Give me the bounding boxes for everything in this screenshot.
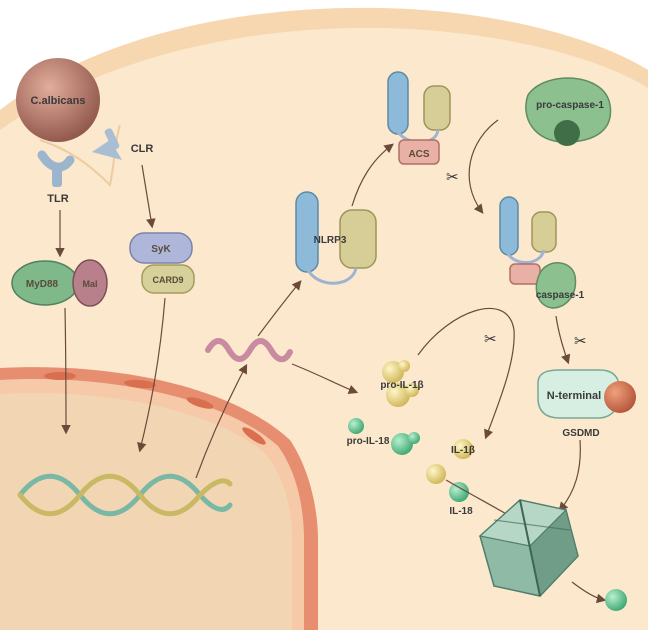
il-18-molecule <box>449 482 469 502</box>
gsdmd-pore <box>478 499 579 598</box>
arrow-card9-to-dna <box>137 297 166 453</box>
arrow-gsdmd-to-pore <box>558 439 581 512</box>
n-terminal-label: N-terminal <box>547 390 601 402</box>
pro-caspase-1-protein <box>525 77 612 143</box>
mal-label: Mal <box>82 279 97 289</box>
arrow-pro-caspase-to-complex <box>468 119 499 214</box>
il-1b-molecule <box>453 439 473 459</box>
nucleus <box>0 392 292 630</box>
clr-receptor <box>92 128 122 160</box>
scissors-icon-2: ✂ <box>574 333 587 350</box>
il-18-label: IL-18 <box>449 506 473 517</box>
c-albicans-label: C.albicans <box>30 95 85 107</box>
pro-caspase-1-domain <box>554 120 580 146</box>
card9-label: CARD9 <box>152 275 183 285</box>
myd88-label: MyD88 <box>26 279 59 290</box>
pro-il-1b-label: pro-IL-1β <box>380 380 423 391</box>
syk-protein <box>129 232 193 264</box>
arrow-caspase-to-gsdmd <box>555 315 571 365</box>
pro-il-1b-cluster <box>382 360 419 407</box>
asc-olive-domain <box>423 85 451 131</box>
nuclear-pores <box>44 372 266 445</box>
pro-il-18-label: pro-IL-18 <box>347 436 390 447</box>
nlrp3-blue-domain <box>295 191 319 273</box>
nlrp3-olive-domain <box>339 209 377 269</box>
arrow-mrna-to-nlrp3 <box>257 280 302 337</box>
pro-caspase-1-label: pro-caspase-1 <box>536 100 604 111</box>
released-il-18 <box>605 589 627 611</box>
arrow-mrna-to-pro-il <box>291 363 359 394</box>
caspase-1-protein <box>535 262 577 309</box>
arrow-caspase-to-il1b <box>417 307 515 440</box>
caspase-complex-linker <box>506 249 546 264</box>
nlrp3-label: NLRP3 <box>314 235 347 246</box>
mal-protein <box>72 259 108 307</box>
card9-protein <box>141 264 195 294</box>
tlr-label: TLR <box>47 193 68 205</box>
caspase-complex-blue <box>499 196 519 256</box>
asc-protein <box>398 139 440 165</box>
n-terminal-domain <box>604 381 636 413</box>
mrna-strand <box>205 338 293 363</box>
il-1b-label: IL-1β <box>451 445 475 456</box>
clr-label: CLR <box>131 143 154 155</box>
arrow-dna-to-mrna <box>195 363 248 479</box>
arrow-myd88-to-dna <box>61 307 71 435</box>
scissors-icon: ✂ <box>446 169 459 186</box>
scissors-icon-3: ✂ <box>484 331 497 348</box>
nlrp3-linker <box>306 267 358 285</box>
tlr-receptor <box>37 150 75 187</box>
syk-label: SyK <box>151 244 171 255</box>
arrow-nlrp3-to-asc <box>351 143 394 207</box>
caspase-complex-olive <box>531 211 557 253</box>
arrow-clr-to-syk <box>141 164 156 229</box>
asc-label: ACS <box>408 149 429 160</box>
caspase-complex-asc <box>509 263 541 285</box>
caspase-1-label: caspase-1 <box>536 290 585 301</box>
pro-il-18-cluster <box>348 418 420 455</box>
dna-helix <box>17 473 233 517</box>
arrow-pore-release <box>571 581 607 604</box>
il-1b-molecule-2 <box>426 464 446 484</box>
gsdmd-label: GSDMD <box>562 428 599 439</box>
asc-blue-domain <box>387 71 409 135</box>
c-albicans-cell <box>16 58 100 142</box>
